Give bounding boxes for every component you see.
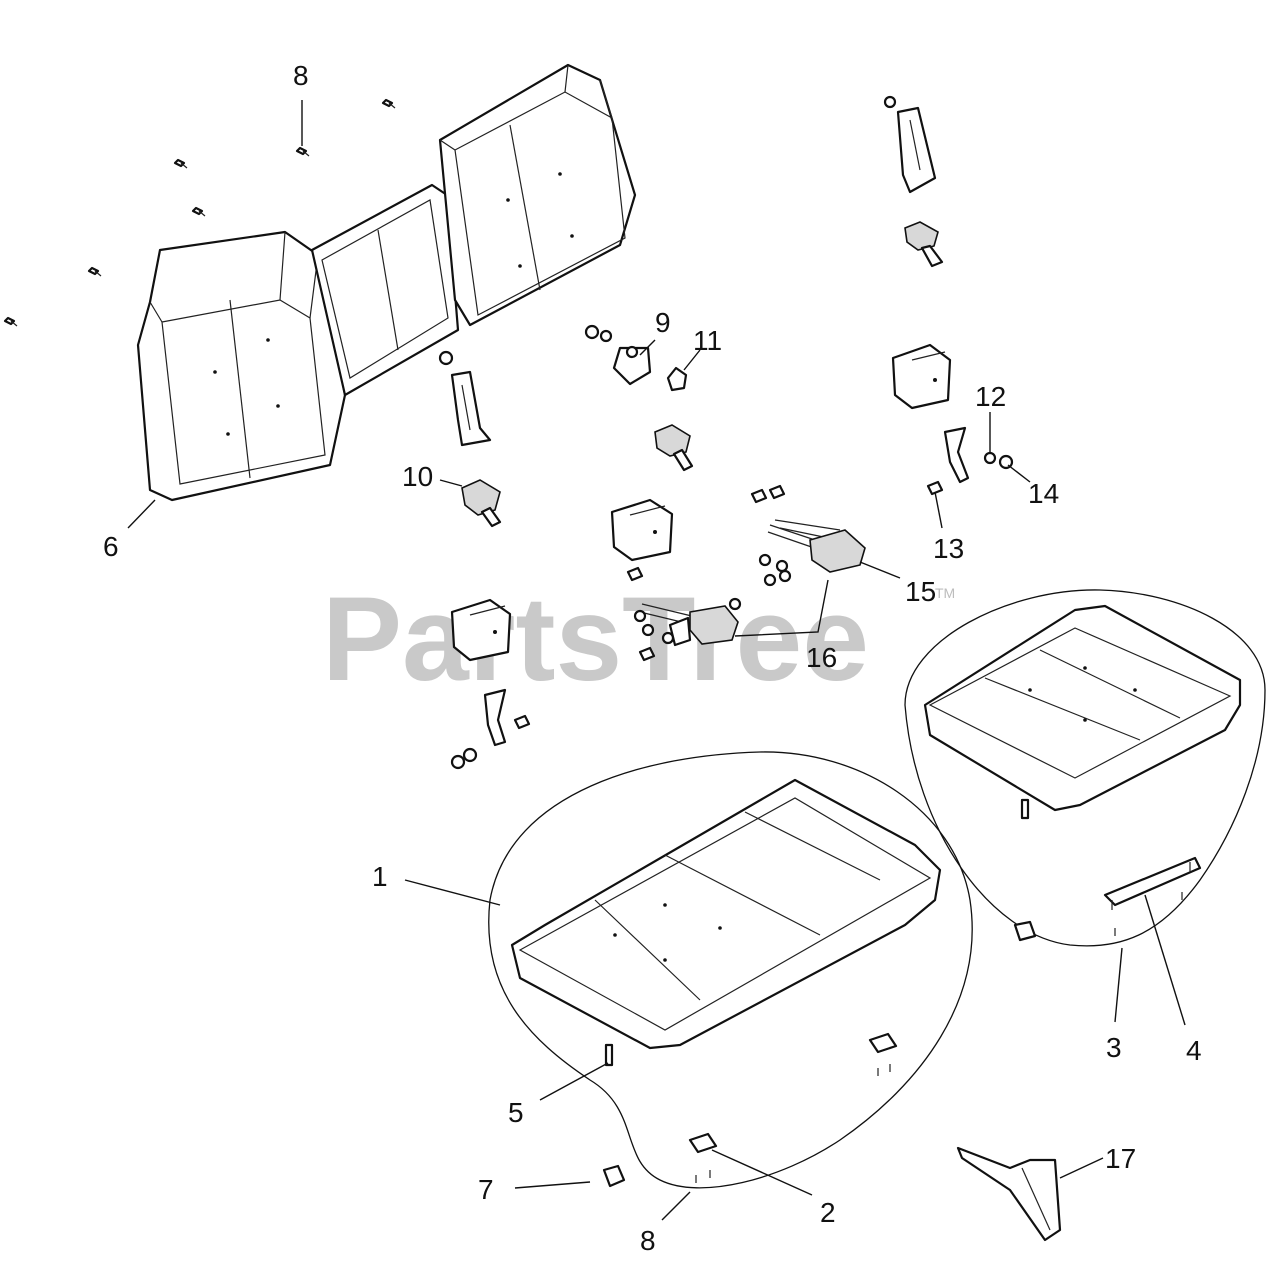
right-seat-rail[interactable]	[1013, 856, 1202, 942]
callout-12: 12	[975, 381, 1006, 412]
seat-side-panel-17[interactable]	[956, 1146, 1062, 1242]
right-mount-bracket[interactable]	[926, 426, 1014, 496]
lap-belt-buckle-16[interactable]	[626, 566, 742, 662]
bumper-7[interactable]	[602, 1164, 626, 1188]
callout-15: 15	[905, 576, 936, 607]
left-seat-cushion[interactable]	[510, 778, 942, 1067]
lap-belt-buckle-15[interactable]	[750, 484, 866, 587]
cap-nut[interactable]	[666, 366, 688, 392]
left-seatbelt-retractor[interactable]	[438, 350, 492, 447]
callout-1: 1	[372, 861, 388, 892]
left-buckle[interactable]	[461, 479, 502, 528]
right-seat-group-outline	[904, 589, 1266, 947]
callout-4: 4	[1186, 1035, 1202, 1066]
left-seat-group-outline	[488, 751, 973, 1189]
seat-back-assembly[interactable]	[136, 63, 637, 502]
callout-10: 10	[402, 461, 433, 492]
callout-9: 9	[655, 307, 671, 338]
leader-lines	[127, 100, 1186, 1221]
callout-7: 7	[478, 1174, 494, 1205]
callout-5: 5	[508, 1097, 524, 1128]
watermark-trademark: TM	[935, 585, 955, 601]
retractor-housing-left[interactable]	[450, 598, 512, 662]
callout-17: 17	[1105, 1143, 1136, 1174]
right-buckle[interactable]	[904, 221, 944, 268]
retractor-housing-center[interactable]	[610, 498, 674, 562]
callout-labels: 8 6 9 11 10 12 14 13 15 16 1 5 7 8 2 3 4…	[103, 60, 1202, 1256]
left-seat-hinge-brackets[interactable]	[688, 1032, 898, 1183]
callout-8-top: 8	[293, 60, 309, 91]
center-buckle[interactable]	[654, 424, 694, 472]
callout-14: 14	[1028, 478, 1059, 509]
callout-2: 2	[820, 1197, 836, 1228]
watermark-text: PartsTree	[322, 572, 869, 706]
callout-6: 6	[103, 531, 119, 562]
left-mount-bracket[interactable]	[450, 688, 531, 770]
callout-13: 13	[933, 533, 964, 564]
screws-top-left[interactable]	[3, 98, 396, 327]
callout-16: 16	[806, 642, 837, 673]
retractor-housing-right[interactable]	[891, 343, 952, 410]
callout-11: 11	[693, 325, 722, 356]
right-seatbelt-retractor[interactable]	[883, 95, 937, 194]
callout-3: 3	[1106, 1032, 1122, 1063]
anchor-bracket[interactable]	[584, 324, 652, 386]
right-seat-cushion[interactable]	[923, 604, 1242, 820]
callout-8-bottom: 8	[640, 1225, 656, 1256]
